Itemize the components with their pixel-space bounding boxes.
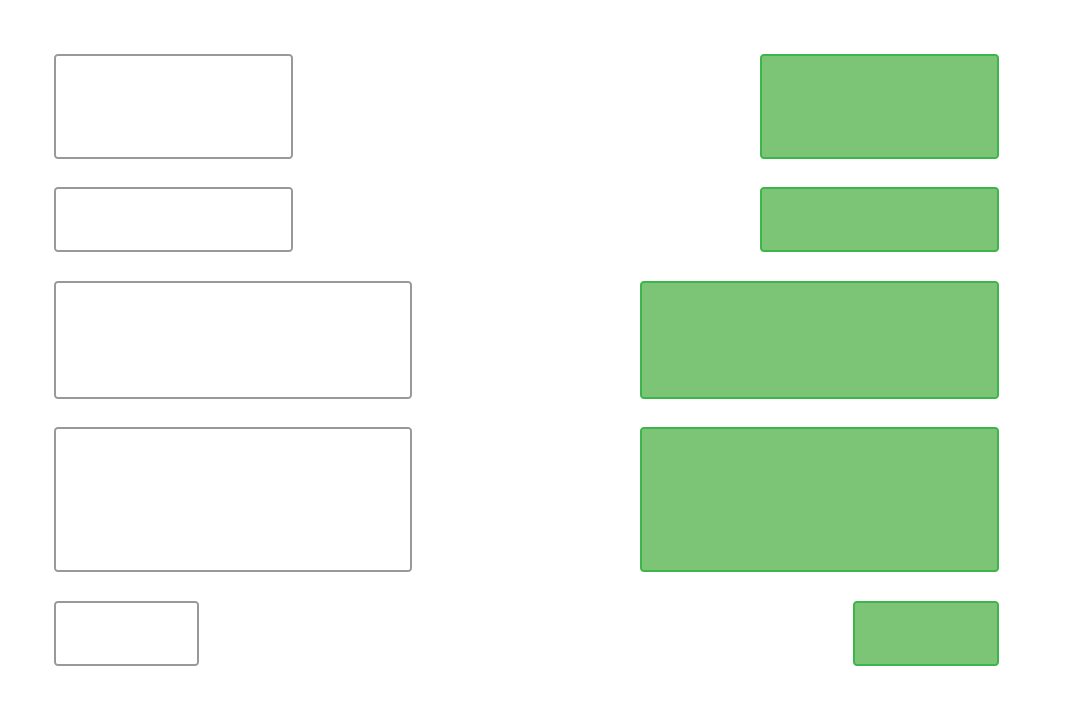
green-block-1[interactable] (760, 54, 999, 159)
empty-slot-3[interactable] (54, 281, 412, 399)
empty-slot-4[interactable] (54, 427, 412, 572)
green-block-4[interactable] (640, 427, 999, 572)
green-block-3[interactable] (640, 281, 999, 399)
empty-slot-2[interactable] (54, 187, 293, 252)
empty-slot-5[interactable] (54, 601, 199, 666)
empty-slot-1[interactable] (54, 54, 293, 159)
green-block-5[interactable] (853, 601, 999, 666)
green-block-2[interactable] (760, 187, 999, 252)
